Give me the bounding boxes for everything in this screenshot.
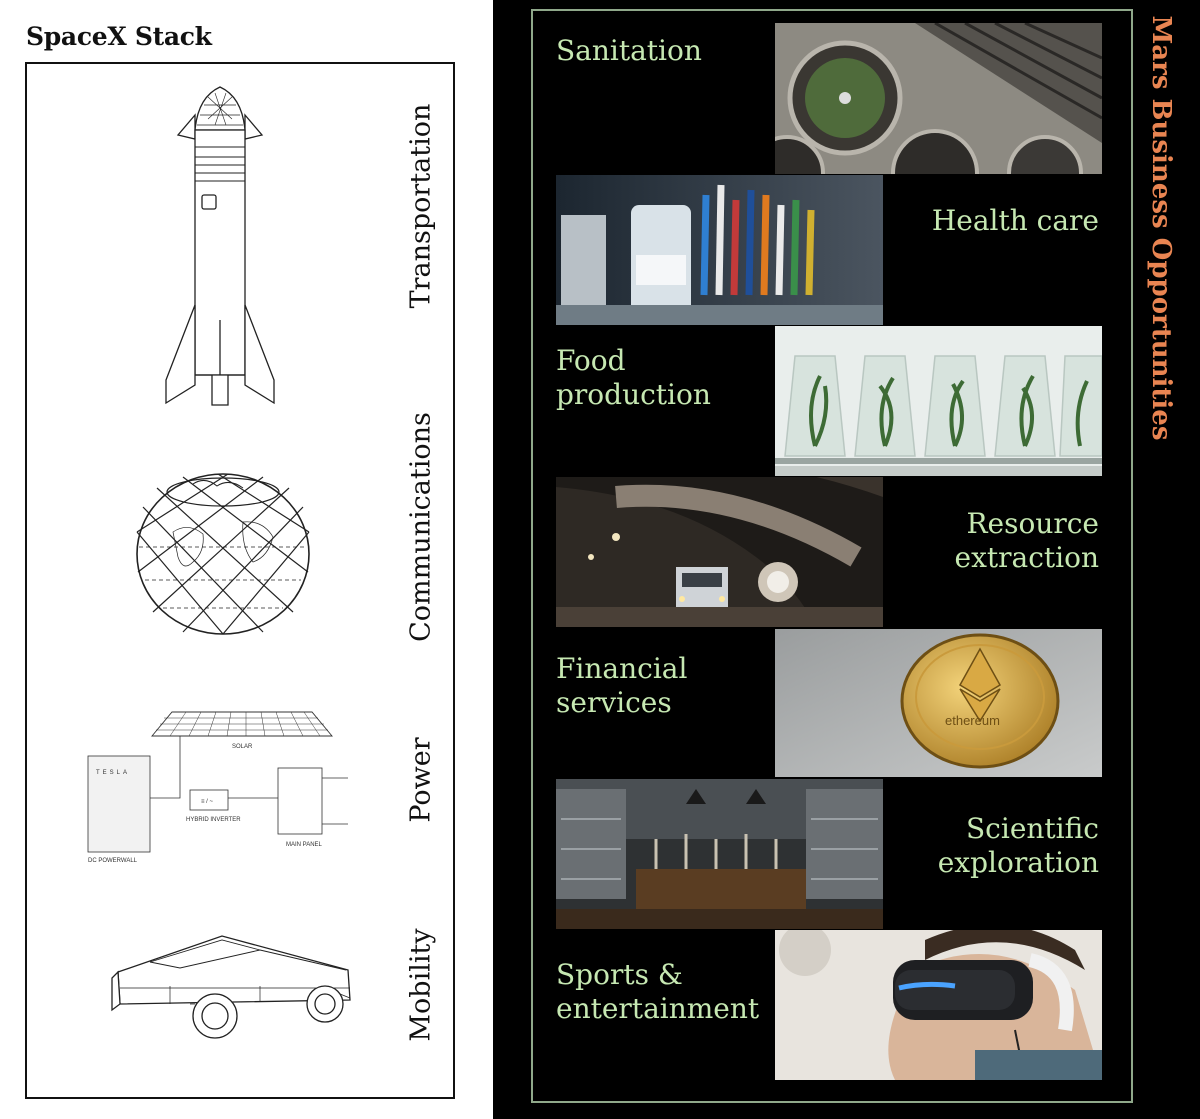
stack-frame	[25, 62, 455, 1099]
panel-caption: MAIN PANEL	[286, 842, 323, 848]
solar-powerwall-diagram: SOLAR TESLA DC POWERWALL ≡ / ~ HYBRID IN…	[86, 706, 356, 866]
plant-tissue-culture-flasks-photo	[775, 326, 1102, 476]
opportunity-sanitation-label: Sanitation	[556, 34, 702, 67]
layer-label-transportation: Transportation	[405, 103, 437, 309]
coin-text: ethereum	[945, 713, 1000, 728]
svg-text:≡ / ~: ≡ / ~	[201, 799, 214, 805]
opportunity-financial-services-label: Financial services	[556, 652, 688, 719]
layer-label-power: Power	[405, 737, 437, 823]
ethereum-coin-photo: ethereum	[775, 629, 1102, 777]
spacex-stack-panel: SpaceX Stack Transportation	[0, 0, 493, 1119]
opportunities-title: Mars Business Opportunities	[1146, 15, 1176, 441]
layer-label-mobility: Mobility	[405, 928, 437, 1042]
inverter-caption: HYBRID INVERTER	[186, 817, 241, 823]
tesla-brand-caption: TESLA	[96, 770, 130, 776]
layer-label-communications: Communications	[405, 412, 437, 642]
laboratory-workbench-photo	[556, 779, 883, 929]
opportunity-food-production-label: Food production	[556, 344, 711, 411]
stack-title: SpaceX Stack	[26, 22, 212, 51]
opportunity-sports-entertainment-label: Sports & entertainment	[556, 958, 760, 1025]
water-treatment-aerial-photo	[775, 23, 1102, 174]
opportunity-scientific-exploration-label: Scientific exploration	[937, 812, 1099, 879]
starlink-globe-icon	[133, 462, 313, 642]
opportunity-resource-extraction-label: Resource extraction	[954, 507, 1099, 574]
mining-tunnel-truck-photo	[556, 477, 883, 627]
medical-lab-pipettes-photo	[556, 175, 883, 325]
cybertruck-icon	[110, 928, 360, 1048]
opportunity-health-care-label: Health care	[931, 204, 1099, 237]
powerwall-caption: DC POWERWALL	[88, 858, 138, 864]
solar-caption: SOLAR	[232, 744, 253, 750]
child-vr-headset-photo	[775, 930, 1102, 1080]
opportunities-frame	[531, 9, 1133, 1103]
starship-rocket-icon	[160, 85, 280, 410]
